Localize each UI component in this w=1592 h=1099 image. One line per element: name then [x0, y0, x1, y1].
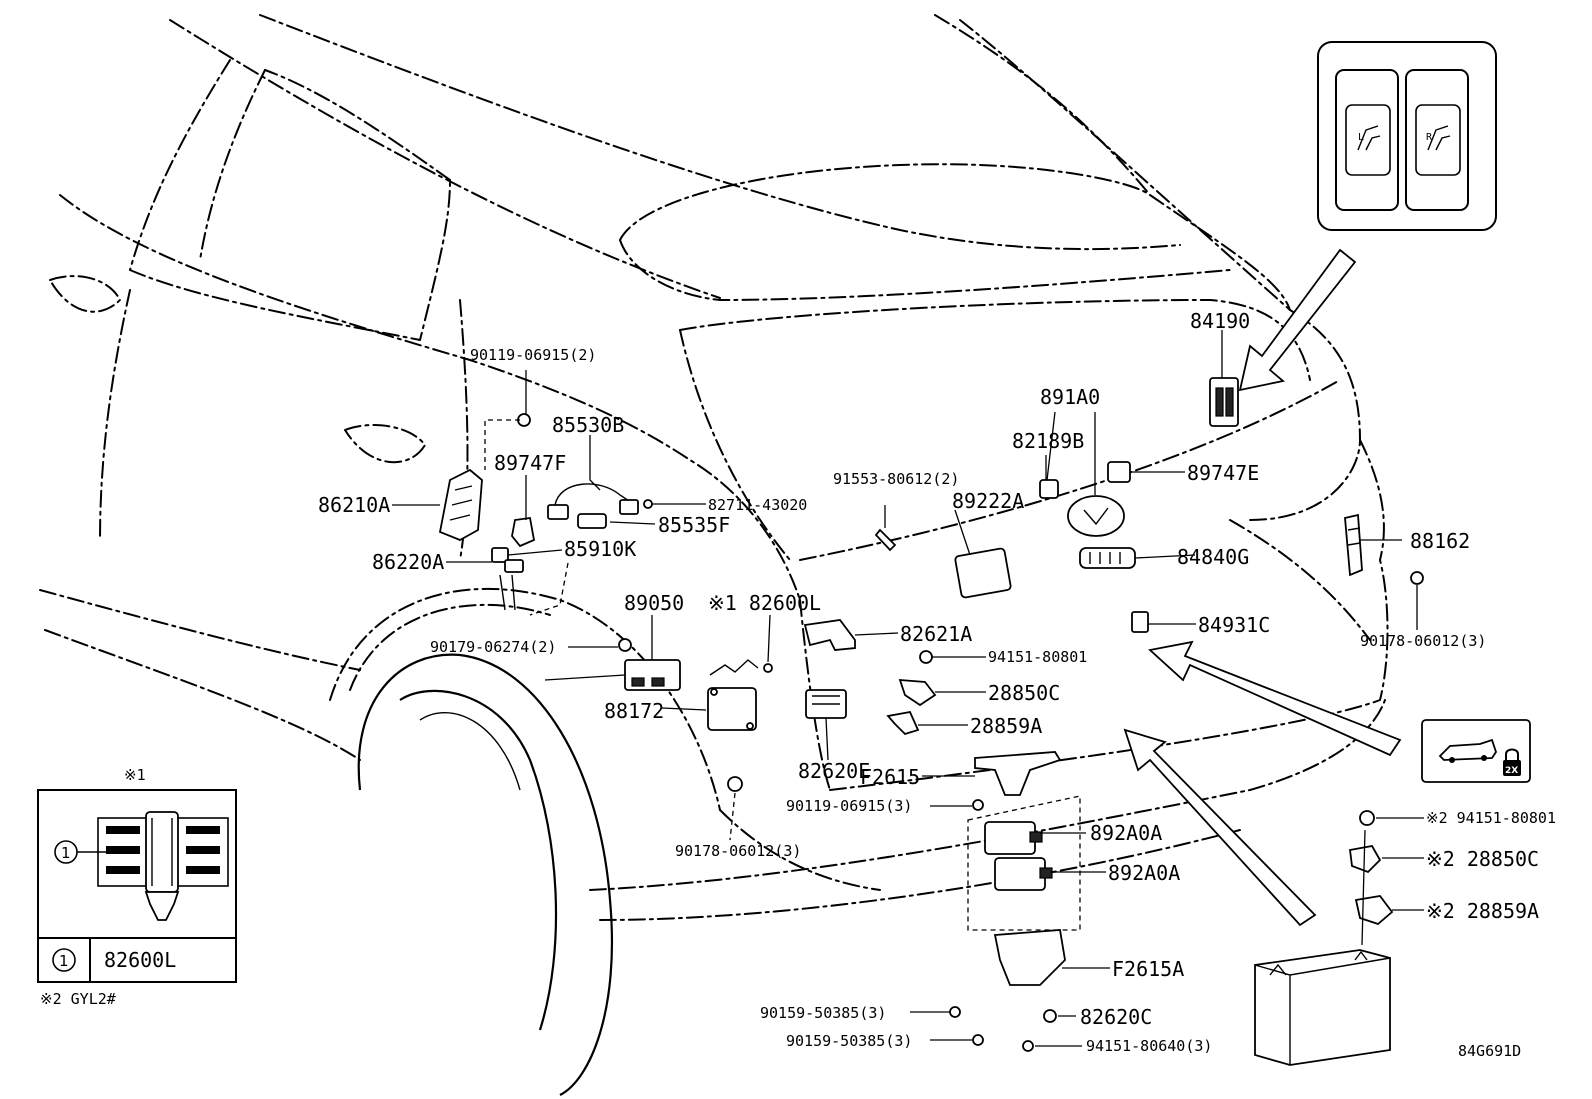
part-85530B	[554, 483, 636, 506]
label-82620C: 82620C	[1080, 1005, 1152, 1029]
label-90119-06915-3: 90119-06915(3)	[786, 797, 912, 815]
inset-row-number: 1	[59, 952, 69, 970]
part-F2615A	[993, 929, 1066, 986]
battery	[1254, 949, 1391, 1066]
part-892A0A-lower	[994, 857, 1046, 891]
liftgate-switch-icon-left: L	[1357, 125, 1381, 151]
parts	[438, 377, 1424, 1066]
label-94151-80640-3: 94151-80640(3)	[1086, 1037, 1212, 1055]
switch-letter-right: R	[1426, 132, 1433, 143]
vehicle-outline	[39, 14, 1389, 921]
label-89050: 89050	[624, 591, 684, 615]
label-85530B: 85530B	[552, 413, 624, 437]
lock-icon: 2X	[1503, 748, 1521, 776]
label-28859A: 28859A	[970, 714, 1042, 738]
part-84931C	[1131, 611, 1149, 633]
inset-title: ※1	[124, 766, 146, 784]
label-90179-06274-2: 90179-06274(2)	[430, 638, 556, 656]
part-89222A	[954, 547, 1012, 599]
label-28850C: 28850C	[988, 681, 1060, 705]
label-90159-50385-3-a: 90159-50385(3)	[760, 1004, 886, 1022]
label-89747E: 89747E	[1187, 461, 1259, 485]
part-89747E	[1107, 461, 1131, 483]
nut-90179	[618, 638, 632, 652]
leader-lines	[392, 330, 1424, 1047]
label-90119-06915-2: 90119-06915(2)	[470, 346, 596, 364]
label-89747F: 89747F	[494, 451, 566, 475]
label-85535F: 85535F	[658, 513, 730, 537]
liftgate-lock-badge: 2X	[1421, 719, 1531, 783]
label-88162: 88162	[1410, 529, 1470, 553]
label-90159-50385-3-b: 90159-50385(3)	[786, 1032, 912, 1050]
part-85535F	[577, 513, 607, 529]
part-28850C	[898, 678, 937, 707]
switch-letter-left: L	[1358, 132, 1364, 143]
rear-wheel	[357, 653, 614, 1096]
label-892A0A-lower: 892A0A	[1108, 861, 1180, 885]
label-90178-06012-3-right: 90178-06012(3)	[1360, 632, 1486, 650]
liftgate-switch-icon-right: R	[1426, 125, 1451, 151]
label-90178-06012-3-left: 90178-06012(3)	[675, 842, 801, 860]
label-82621A: 82621A	[900, 622, 972, 646]
nut-90178	[727, 776, 743, 792]
label-84840G: 84840G	[1177, 545, 1249, 569]
label-82620E: 82620E	[798, 759, 870, 783]
label-89222A: 89222A	[952, 489, 1024, 513]
nut-94151	[919, 650, 933, 664]
label-94151-80801: 94151-80801	[988, 648, 1087, 666]
label-F2615: F2615	[860, 765, 920, 789]
part-891A0	[1067, 495, 1125, 537]
label-86210A: 86210A	[318, 493, 390, 517]
label-85910K: 85910K	[564, 537, 636, 561]
label-86220A: 86220A	[372, 550, 444, 574]
label-84931C: 84931C	[1198, 613, 1270, 637]
label-ref1-82600L: ※1 82600L	[708, 591, 821, 615]
part-82189B	[1039, 479, 1059, 499]
switch-panel-inset: L R	[1317, 41, 1497, 231]
part-82621A	[803, 619, 856, 651]
part-88172	[707, 687, 757, 731]
part-86210A	[438, 468, 483, 541]
diagram-code: 84G691D	[1458, 1042, 1521, 1060]
part-89747F	[511, 516, 536, 548]
label-91553-80612-2: 91553-80612(2)	[833, 470, 959, 488]
label-ref2-28859A: ※2 28859A	[1426, 899, 1539, 923]
part-892A0A-upper	[984, 821, 1036, 855]
label-ref2-94151-80801: ※2 94151-80801	[1426, 809, 1556, 827]
label-84190: 84190	[1190, 309, 1250, 333]
part-88162	[1344, 513, 1363, 577]
label-892A0A-upper: 892A0A	[1090, 821, 1162, 845]
label-F2615A: F2615A	[1112, 957, 1184, 981]
label-88172: 88172	[604, 699, 664, 723]
part-28859A	[886, 710, 920, 736]
nut-90178-right	[1410, 571, 1424, 585]
pointer-arrows	[1123, 248, 1402, 927]
part-84840G	[1079, 547, 1136, 569]
label-ref2-28850C: ※2 28850C	[1426, 847, 1539, 871]
part-labels: 90119-06915(2) 85530B 89747F 86210A 8271…	[318, 309, 1556, 1055]
label-82711-43020: 82711-43020	[708, 496, 807, 514]
part-82600L	[709, 659, 759, 676]
inset-note: ※2 GYL2#	[40, 990, 116, 1008]
inset-row-part: 82600L	[104, 948, 176, 972]
badge-text: 2X	[1505, 766, 1518, 776]
part-F2615	[974, 751, 1062, 796]
label-82189B: 82189B	[1012, 429, 1084, 453]
bolt-91553	[874, 528, 897, 552]
inset-callout-number: 1	[61, 844, 71, 862]
label-891A0: 891A0	[1040, 385, 1100, 409]
part-84190	[1209, 377, 1239, 427]
clip-inset: ※1 1 1 82600L ※2 GYL2#	[37, 766, 237, 1008]
